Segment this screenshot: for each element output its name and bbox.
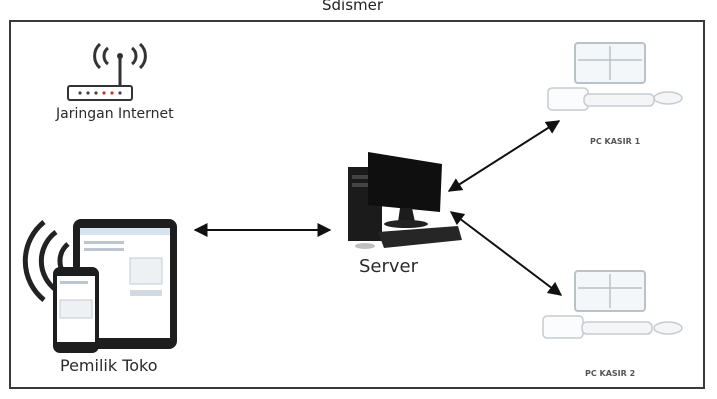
kasir1-label: PC KASIR 1 bbox=[590, 137, 641, 146]
pc-kasir-icon bbox=[547, 42, 683, 111]
server-label: Server bbox=[359, 256, 419, 277]
kasir2-label: PC KASIR 2 bbox=[585, 369, 636, 378]
cropped-top-caption: Sdismer bbox=[322, 0, 384, 14]
tablet-phone-icon bbox=[22, 219, 177, 353]
internet-label: Jaringan Internet bbox=[56, 106, 174, 122]
wifi-router-icon bbox=[67, 42, 147, 101]
server-computer-icon bbox=[348, 152, 462, 249]
pc-kasir-icon bbox=[542, 270, 683, 339]
server-kasir2-arrow bbox=[449, 211, 563, 296]
server-kasir1-arrow bbox=[447, 120, 561, 192]
owner-label: Pemilik Toko bbox=[60, 356, 158, 375]
